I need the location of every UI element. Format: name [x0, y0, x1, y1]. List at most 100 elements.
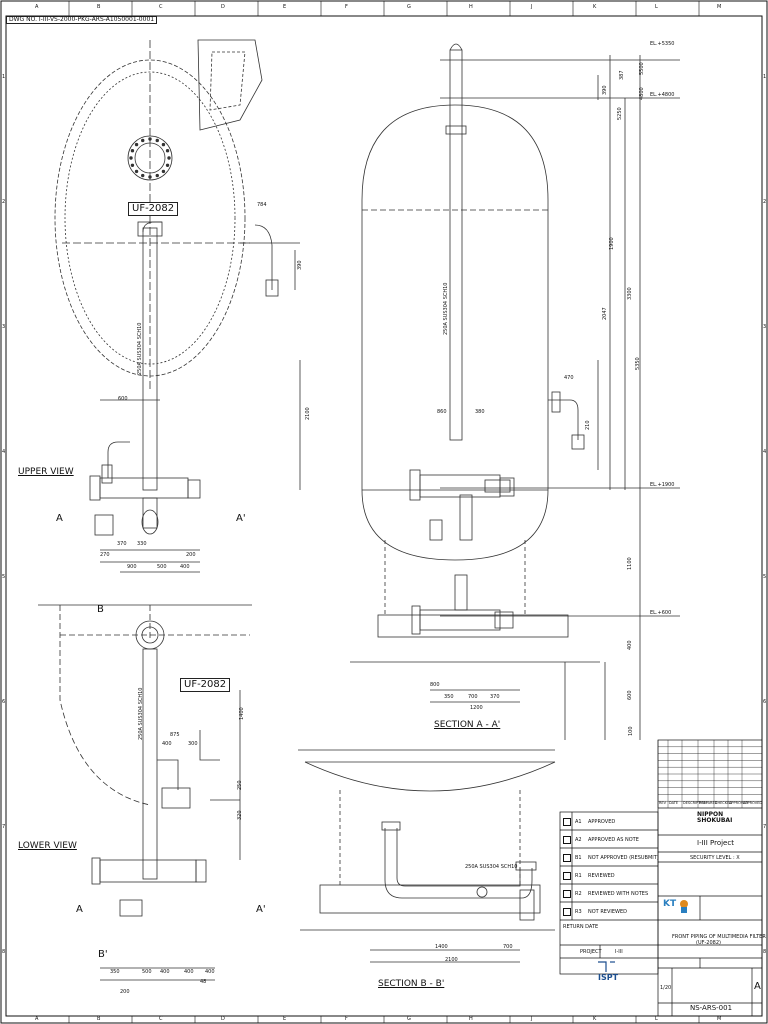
status-code: R2	[575, 891, 582, 897]
cut-label-a-prime-lower: A'	[256, 904, 266, 915]
dims-upper-text: 270	[100, 552, 110, 558]
cut-label-b-prime: B'	[98, 949, 108, 960]
border-row-label: 3	[763, 324, 767, 330]
border-row-label: 2	[2, 199, 6, 205]
elev-text: EL.+1900	[650, 482, 675, 488]
dims-upper-text: 200	[186, 552, 196, 558]
border-column-label: J	[531, 4, 533, 10]
border-column-label: H	[469, 4, 473, 10]
status-checkbox[interactable]	[563, 908, 571, 916]
status-checkbox[interactable]	[563, 836, 571, 844]
dims-aa-text: 387	[619, 70, 625, 80]
rev-header-cell: CHECKED	[715, 801, 732, 805]
bolt-hole	[129, 156, 133, 160]
status-code: A1	[575, 819, 582, 825]
bolt-hole	[134, 142, 139, 147]
border-row-label: 8	[2, 949, 6, 955]
border-column-label: M	[717, 4, 722, 10]
status-box	[559, 811, 659, 975]
rev-header-cell: PREPARED	[699, 801, 718, 805]
rev-header-cell: DESCRIPTION	[683, 801, 707, 805]
border-row-label: 1	[2, 74, 6, 80]
bolt-hole	[134, 169, 139, 174]
status-code: A2	[575, 837, 582, 843]
dims-aa-text: 2047	[602, 307, 608, 320]
cut-label-a-lower: A	[76, 904, 83, 915]
border-column-label: A	[35, 1016, 39, 1022]
status-checkbox[interactable]	[563, 872, 571, 880]
client-name: NIPPON SHOKUBAI	[697, 811, 733, 824]
rev-header-cell: DATE	[669, 801, 679, 805]
dims-lower-text: 300	[188, 741, 198, 747]
border-row-label: 1	[763, 74, 767, 80]
drawing-subtitle: FRONT PIPING OF MULTIMEDIA FILTER	[672, 934, 766, 940]
dims-aa-text: 1900	[609, 237, 615, 250]
dims-aa-text: 470	[564, 375, 574, 381]
status-project-value: I-III	[615, 949, 623, 955]
dims-lower-text: 200	[120, 989, 130, 995]
border-column-label: H	[469, 1016, 473, 1022]
dims-lower-text: 400	[160, 969, 170, 975]
dims-aa-text: 5350	[635, 357, 641, 370]
dims-aa-text: 100	[628, 726, 634, 736]
dims-lower-text: 500	[142, 969, 152, 975]
dims-aa-text: 860	[437, 409, 447, 415]
border-column-label: B	[97, 4, 101, 10]
border-column-label: D	[221, 1016, 225, 1022]
drawing-subtitle-tag: (UF-2082)	[696, 940, 721, 946]
dims-lower-text: 875	[170, 732, 180, 738]
border-column-label: B	[97, 1016, 101, 1022]
border-row-label: 8	[763, 949, 767, 955]
border-column-label: A	[35, 4, 39, 10]
riser-label-lower: 250A SUS304 SCH10	[138, 687, 144, 740]
dims-aa-text: 400	[627, 640, 633, 650]
dims-upper-text: 390	[297, 260, 303, 270]
dims-aa-text: 600	[627, 690, 633, 700]
dims-aa-text: 370	[490, 694, 500, 700]
status-code: B1	[575, 855, 582, 861]
border-column-label: C	[159, 4, 163, 10]
bolt-hole	[167, 156, 171, 160]
dims-aa-text: 5500	[639, 62, 645, 75]
border-column-label: D	[221, 4, 225, 10]
section-aa-drawing	[350, 43, 680, 740]
riser-label-aa: 250A SUS304 SCH10	[443, 282, 449, 335]
dims-lower-text: 350	[110, 969, 120, 975]
dims-upper-text: 400	[180, 564, 190, 570]
border-column-label: F	[345, 1016, 348, 1022]
project-name: I-III Project	[697, 839, 734, 847]
bolt-hole	[141, 173, 145, 178]
pipe-label-bb: 250A SUS304 SCH10	[465, 864, 518, 870]
border-column-label: F	[345, 4, 348, 10]
border-column-label: E	[283, 1016, 287, 1022]
title-block	[657, 739, 763, 1017]
dims-upper-text: 900	[127, 564, 137, 570]
bolt-hole	[141, 138, 145, 143]
status-text: APPROVED	[588, 819, 616, 825]
elev-text: EL.+5350	[650, 41, 675, 47]
status-code: R3	[575, 909, 582, 915]
bolt-hole	[130, 163, 135, 167]
section-bb-drawing	[298, 749, 556, 963]
border-row-label: 6	[2, 699, 6, 705]
dims-upper-text: 600	[118, 396, 128, 402]
dims-bb-text: 700	[503, 944, 513, 950]
document-number: NS-ARS-001	[690, 1004, 733, 1012]
ispt-logo-text: ISPT	[598, 973, 619, 982]
drawing-number: DWG NO. I-III-VS-2000-PKG-ARS-A1050001-0…	[6, 16, 158, 24]
bolt-hole	[161, 169, 166, 174]
border-column-label: C	[159, 1016, 163, 1022]
dims-upper-text: 784	[257, 202, 267, 208]
dims-aa-text: 3300	[627, 287, 633, 300]
cut-label-a: A	[56, 513, 63, 524]
border-row-label: 4	[763, 449, 767, 455]
status-checkbox[interactable]	[563, 818, 571, 826]
status-checkbox[interactable]	[563, 890, 571, 898]
upper-view-drawing	[54, 39, 301, 573]
scale-value: 1/20	[660, 985, 672, 991]
section-bb-title: SECTION B - B'	[378, 979, 445, 989]
status-checkbox[interactable]	[563, 854, 571, 862]
dims-upper-text: 500	[157, 564, 167, 570]
